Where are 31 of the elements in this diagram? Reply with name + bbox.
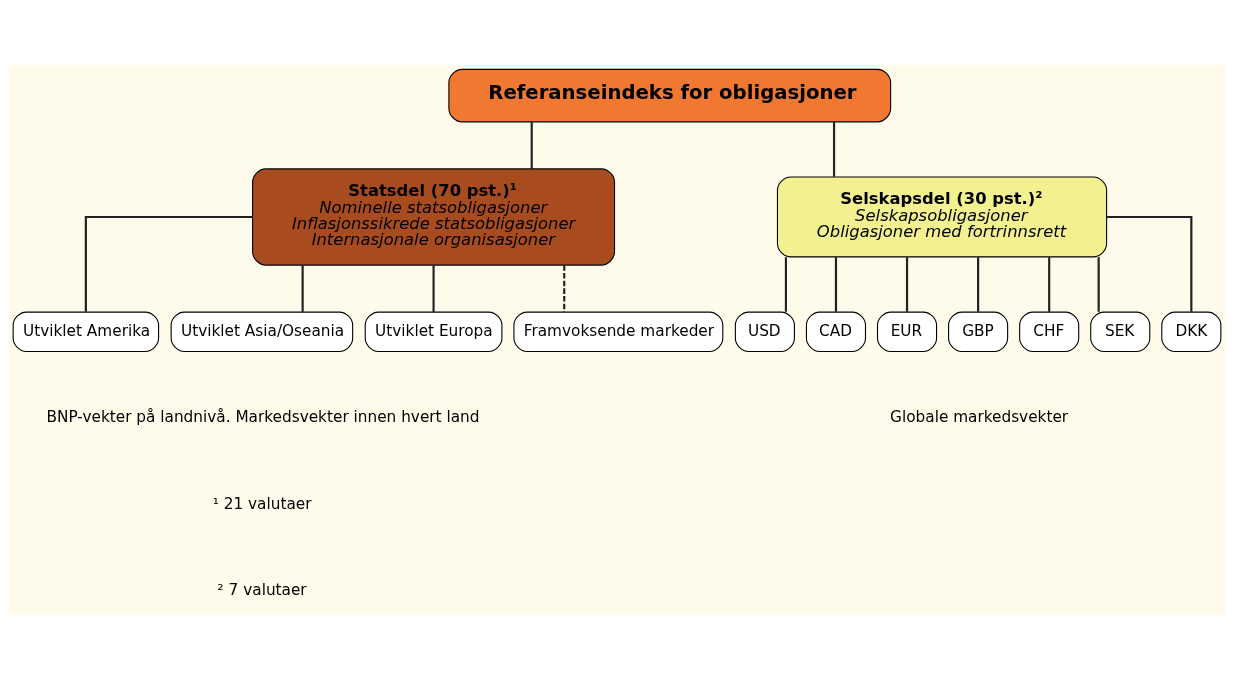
node-box: Utviklet Asia/Oseania (170, 311, 354, 352)
node-box: Referanseindeks for obligasjoner (448, 68, 892, 122)
node-box: CHF (1019, 311, 1080, 352)
connector (977, 256, 980, 312)
connector (1048, 256, 1051, 312)
connector (563, 264, 566, 312)
connector (784, 256, 788, 312)
label: BNP-vekter på landnivå. Markedsvekter innen hvert land (46, 407, 480, 426)
node-box: Framvoksende markeder (513, 311, 724, 352)
node-box: Statsdel (70 pst.)¹ Nominelle statsobligasjoner Inflasjonssikrede statsobligasjoner Internasjonale organisasjoner (252, 167, 616, 266)
connector (832, 121, 836, 177)
node-box: USD (734, 311, 795, 352)
connector (530, 121, 533, 169)
connector (834, 256, 838, 312)
label: ² 7 valutaer (217, 580, 307, 599)
label: ¹ 21 valutaer (212, 494, 312, 513)
node-box: CAD (805, 311, 867, 352)
node-box: GBP (948, 311, 1009, 352)
connector (1106, 215, 1193, 312)
connector (301, 264, 304, 312)
connector (905, 256, 909, 312)
node-box: SEK (1090, 311, 1151, 352)
node-box: Utviklet Amerika (12, 311, 160, 352)
connector (1097, 256, 1100, 312)
node-box: DKK (1161, 311, 1222, 352)
label: Globale markedsvekter (890, 407, 1069, 426)
node-box: Utviklet Europa (364, 311, 503, 352)
node-box: Selskapsdel (30 pst.)² Selskapsobligasjoner Obligasjoner med fortrinnsrett (776, 176, 1108, 257)
connector (84, 215, 253, 312)
node-box: EUR (876, 311, 938, 352)
connector (432, 264, 435, 312)
